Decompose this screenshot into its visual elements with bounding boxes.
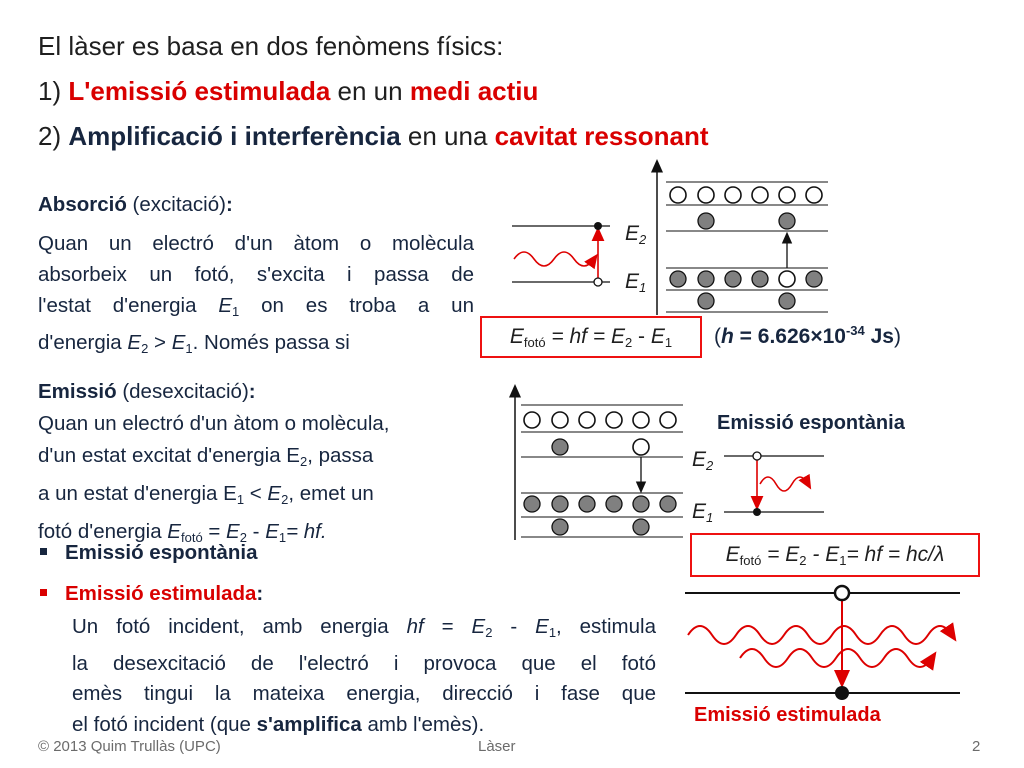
stimulated-emission-paragraph: Un fotó incident, amb energia hf = E2 - … — [72, 615, 656, 736]
title-line-3: 2) Amplificació i interferència en una c… — [38, 121, 709, 151]
title-line-2: 1) L'emissió estimulada en un medi actiu — [38, 76, 539, 106]
spontaneous-emission-diagram — [724, 451, 824, 516]
bullet-spontaneous: Emissió espontània — [40, 541, 258, 565]
photon-energy-formula-1: Efotó = hf = E2 - E1 — [480, 316, 702, 358]
planck-constant: (h = 6.626×10-34 Js) — [714, 323, 901, 348]
absorcio-paragraph: Quan un electró d'un àtom o molècula abs… — [38, 232, 474, 356]
stimulated-emission-diagram — [685, 584, 960, 700]
diag1-E1-label: E1 — [625, 270, 647, 295]
diag2-E2-label: E2 — [692, 448, 714, 473]
diag2-E1-label: E1 — [692, 500, 714, 525]
bullet-marker — [40, 589, 47, 596]
photon-energy-formula-2: Efotó = E2 - E1= hf = hc/λ — [690, 533, 980, 577]
footer-page-number: 2 — [972, 738, 981, 755]
spontaneous-emission-label: Emissió espontània — [717, 412, 905, 434]
bullet-stimulated-heading: Emissió estimulada: — [40, 582, 263, 606]
emissio-paragraph: Emissió (desexcitació): Quan un electró … — [38, 380, 390, 545]
footer-copyright: © 2013 Quim Trullàs (UPC) — [38, 738, 221, 755]
stimulated-emission-label: Emissió estimulada — [694, 704, 881, 726]
absorption-diagram — [512, 159, 828, 315]
emission-levels-diagram — [509, 384, 683, 540]
diag1-E2-label: E2 — [625, 222, 647, 247]
absorcio-heading: Absorció (excitació): — [38, 193, 233, 216]
bullet-marker — [40, 548, 47, 555]
title-line-1: El làser es basa en dos fenòmens físics: — [38, 31, 504, 61]
footer-title: Làser — [478, 738, 516, 755]
